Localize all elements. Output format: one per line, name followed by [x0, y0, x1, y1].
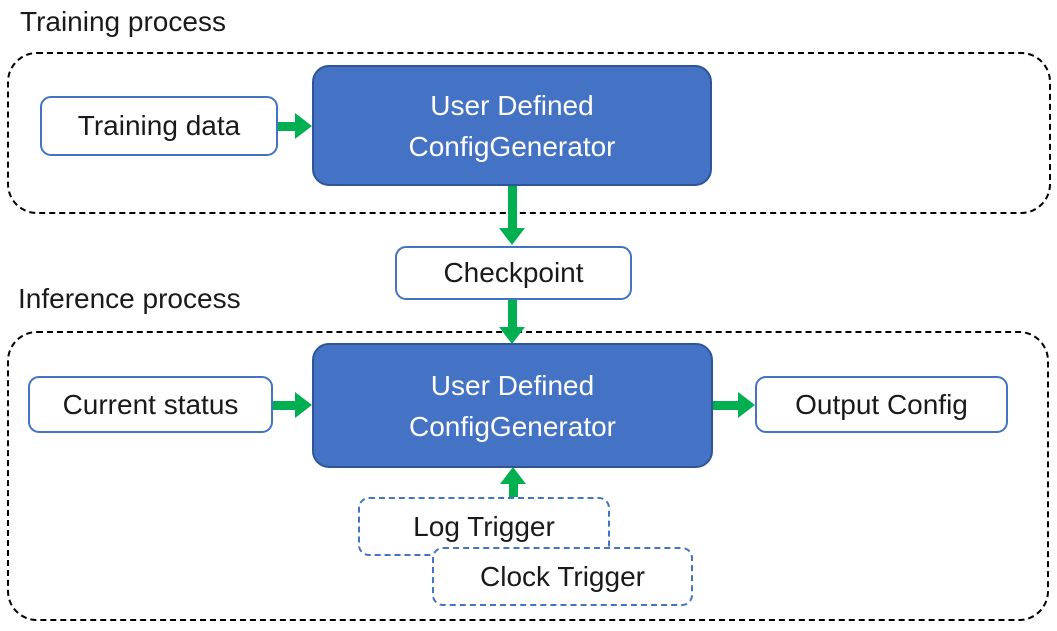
node-checkpoint: Checkpoint [395, 246, 632, 300]
arrow-shaft [507, 186, 517, 230]
arrow-shaft [278, 121, 297, 131]
arrow-head-icon [295, 392, 312, 418]
arrow-triggers-to-generator [500, 467, 526, 497]
arrow-generator-to-checkpoint [499, 186, 525, 245]
arrow-head-icon [500, 467, 526, 484]
arrow-shaft [713, 400, 740, 410]
inference-process-container [7, 331, 1049, 621]
node-training-data: Training data [40, 96, 278, 156]
arrow-head-icon [499, 327, 525, 344]
node-config-generator-training: User Defined ConfigGenerator [312, 65, 712, 186]
arrow-generator-to-output-config [713, 392, 755, 418]
inference-process-label: Inference process [18, 283, 241, 314]
config-generator-inference-line2: ConfigGenerator [408, 410, 616, 442]
training-process-label: Training process [20, 6, 226, 37]
training-process-container [7, 52, 1051, 214]
arrow-current-status-to-generator [272, 392, 312, 418]
arrow-head-icon [295, 113, 312, 139]
arrow-shaft [508, 482, 518, 497]
arrow-shaft [272, 400, 297, 410]
arrow-checkpoint-to-generator [499, 299, 525, 344]
node-clock-trigger: Clock Trigger [432, 547, 693, 606]
arrow-head-icon [499, 228, 525, 245]
arrow-head-icon [738, 392, 755, 418]
node-current-status: Current status [28, 376, 273, 433]
node-config-generator-inference: User Defined ConfigGenerator [312, 343, 713, 468]
node-output-config: Output Config [755, 376, 1008, 433]
arrow-training-data-to-generator [278, 113, 312, 139]
config-generator-training-line2: ConfigGenerator [408, 130, 616, 162]
node-log-trigger: Log Trigger [358, 497, 610, 556]
arrow-shaft [507, 299, 517, 329]
config-generator-training-line1: User Defined [430, 89, 594, 121]
config-generator-inference-line1: User Defined [430, 369, 595, 401]
